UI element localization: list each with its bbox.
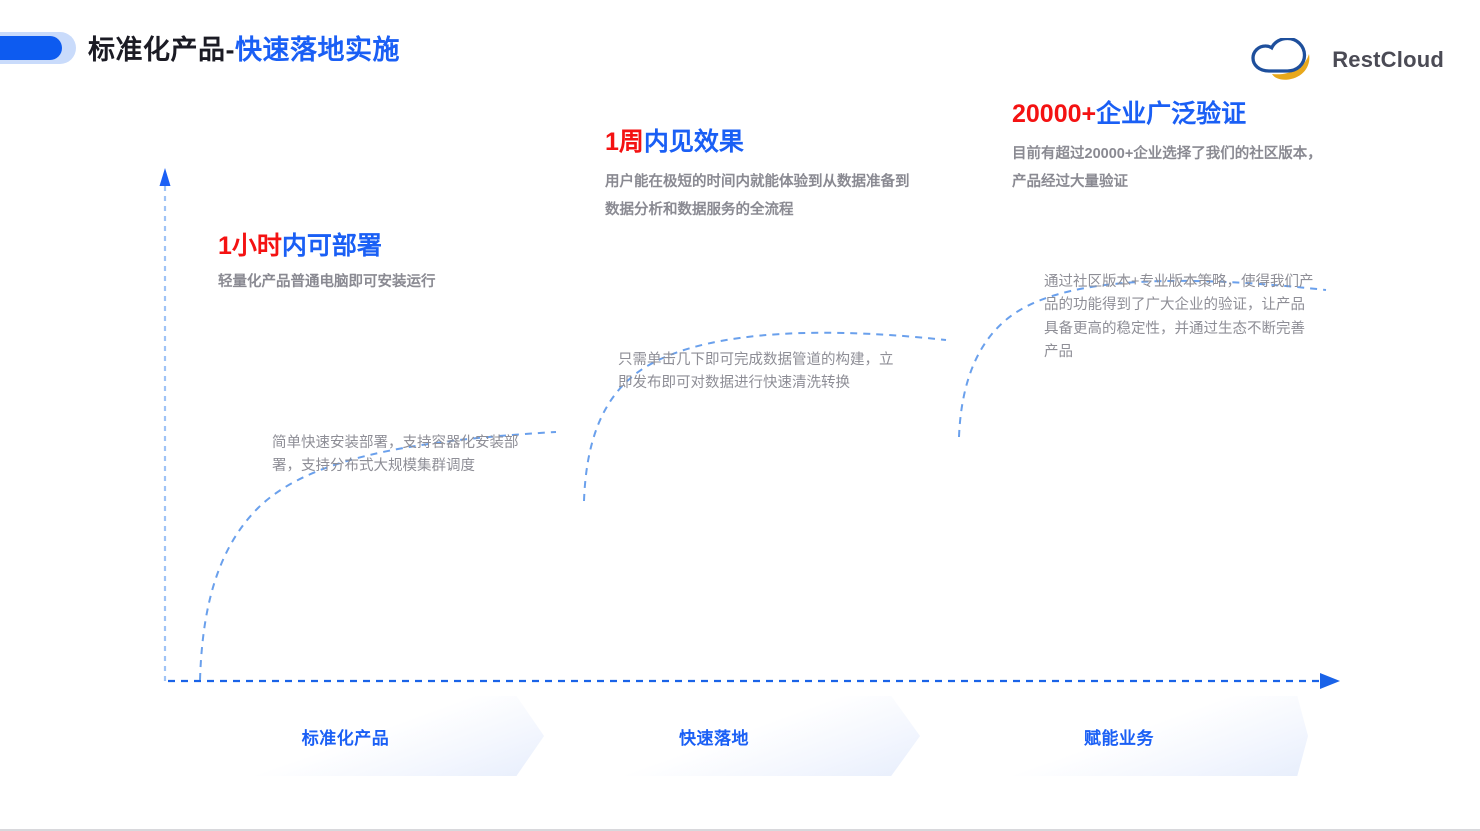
growth-chart	[0, 96, 1480, 736]
step-chevron-1[interactable]: 标准化产品	[199, 696, 544, 776]
stage-subtitle-3: 目前有超过20000+企业选择了我们的社区版本，产品经过大量验证	[1012, 145, 1322, 191]
stage-title-2-red: 1周	[605, 128, 644, 156]
stage-title-3-red: 20000+	[1012, 100, 1097, 128]
page-title: 标准化产品-快速落地实施	[88, 28, 400, 67]
brand-logo: RestCloud	[1249, 36, 1444, 82]
cloud-logo-icon	[1249, 36, 1323, 82]
step-chevron-3-label: 赋能业务	[1084, 728, 1154, 748]
stage-block-2: 1周内见效果 用户能在极短的时间内就能体验到从数据准备到数据分析和数据服务的全流…	[605, 128, 920, 224]
stage-title-3: 20000+企业广泛验证	[1012, 100, 1324, 129]
y-axis	[159, 168, 171, 681]
stage-description-1: 简单快速安装部署，支持容器化安装部署，支持分布式大规模集群调度	[272, 435, 519, 475]
stage-step-bar: 标准化产品 快速落地 赋能业务	[0, 696, 1480, 784]
stage-title-2: 1周内见效果	[605, 128, 920, 157]
stage-title-2-blue: 内见效果	[643, 128, 744, 156]
step-chevron-1-label: 标准化产品	[301, 728, 390, 748]
stage-block-3: 20000+企业广泛验证 目前有超过20000+企业选择了我们的社区版本，产品经…	[1012, 100, 1324, 196]
slide-header: 标准化产品-快速落地实施 RestCloud	[0, 0, 1480, 96]
pill-badge-inner	[0, 36, 62, 60]
page-title-blue: 快速落地实施	[235, 35, 400, 65]
stage-subtitle-1: 轻量化产品普通电脑即可安装运行	[218, 273, 436, 290]
step-chevron-2[interactable]: 快速落地	[560, 696, 920, 776]
stage-title-1-blue: 内可部署	[281, 232, 382, 260]
x-axis	[168, 673, 1340, 689]
curve-stage-1	[199, 431, 557, 681]
step-chevron-2-label: 快速落地	[679, 728, 749, 748]
stage-description-2: 只需单击几下即可完成数据管道的构建，立即发布即可对数据进行快速清洗转换	[618, 352, 894, 392]
stage-block-1: 1小时内可部署 轻量化产品普通电脑即可安装运行	[218, 232, 436, 292]
step-chevron-3[interactable]: 赋能业务	[950, 696, 1308, 776]
stage-subtitle-2: 用户能在极短的时间内就能体验到从数据准备到数据分析和数据服务的全流程	[605, 173, 910, 219]
page-title-dark: 标准化产品-	[88, 35, 235, 65]
stage-title-3-blue: 企业广泛验证	[1096, 100, 1247, 128]
slide-bottom-divider	[0, 829, 1480, 831]
brand-name: RestCloud	[1332, 47, 1444, 72]
curve-stage-2	[583, 331, 947, 502]
stage-title-1-red: 1小时	[218, 232, 282, 260]
stage-title-1: 1小时内可部署	[218, 232, 436, 261]
curve-stage-3	[958, 279, 1327, 438]
pill-badge-icon	[0, 32, 76, 64]
stage-description-3: 通过社区版本+专业版本策略，使得我们产品的功能得到了广大企业的验证，让产品具备更…	[1044, 274, 1314, 361]
